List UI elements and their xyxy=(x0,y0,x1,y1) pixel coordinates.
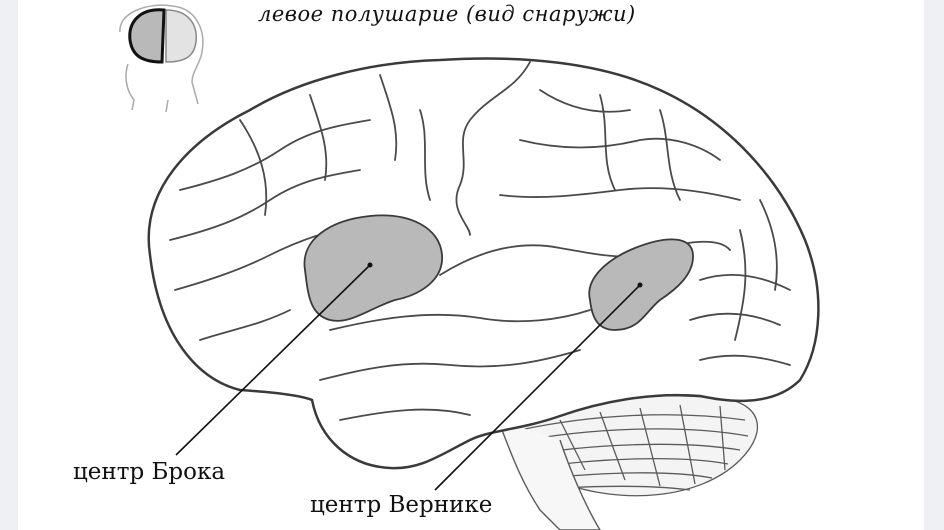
gyri-lines xyxy=(169,61,791,421)
broca-pointer-line xyxy=(175,264,371,456)
diagram-title: левое полушарие (вид снаружи) xyxy=(258,2,636,26)
hemisphere-outline xyxy=(147,57,820,470)
broca-label: центр Брока xyxy=(73,459,226,485)
wernicke-label: центр Вернике xyxy=(310,492,493,518)
label-pointers xyxy=(175,264,641,491)
broca-pointer-dot xyxy=(367,262,373,268)
wernicke-pointer-dot xyxy=(637,282,643,288)
wernicke-pointer-line xyxy=(434,284,641,491)
head-hemisphere-icon xyxy=(119,4,204,113)
brain-stem xyxy=(497,419,601,530)
